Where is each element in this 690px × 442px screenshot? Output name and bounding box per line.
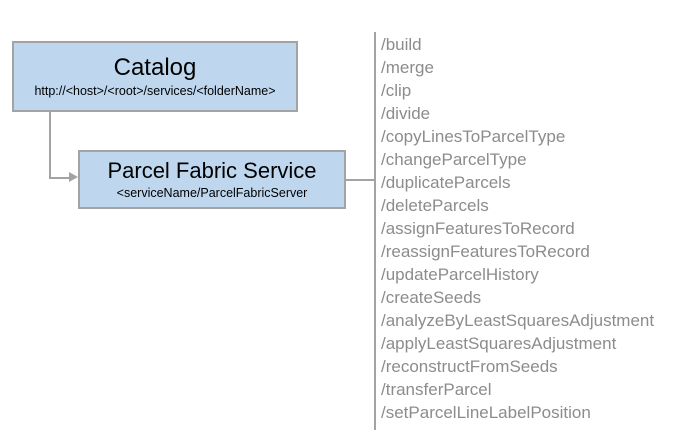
node-catalog-title: Catalog	[113, 54, 197, 81]
connector-catalog-to-service-horizontal	[49, 177, 71, 179]
operation-item[interactable]: /build	[381, 35, 422, 54]
operation-item[interactable]: /divide	[381, 104, 431, 123]
operation-item[interactable]: /merge	[381, 58, 434, 77]
operation-item[interactable]: /deleteParcels	[381, 196, 489, 215]
operation-item[interactable]: /clip	[381, 81, 412, 100]
operation-item[interactable]: /reconstructFromSeeds	[381, 357, 558, 376]
node-parcel-fabric-service[interactable]: Parcel Fabric Service <serviceName/Parce…	[78, 150, 346, 209]
node-catalog-subtitle: http://<host>/<root>/services/<folderNam…	[34, 84, 276, 98]
operations-list: /build/merge/clip/divide/copyLinesToParc…	[381, 33, 681, 424]
operation-item[interactable]: /setParcelLineLabelPosition	[381, 403, 591, 422]
node-parcel-fabric-service-subtitle: <serviceName/ParcelFabricServer	[116, 186, 308, 200]
arrowhead-icon	[69, 172, 78, 182]
operation-item[interactable]: /reassignFeaturesToRecord	[381, 242, 590, 261]
connector-catalog-to-service-vertical	[49, 112, 51, 179]
operation-item[interactable]: /duplicateParcels	[381, 173, 511, 192]
operations-rail-divider	[374, 32, 376, 430]
node-catalog[interactable]: Catalog http://<host>/<root>/services/<f…	[12, 41, 298, 112]
operation-item[interactable]: /copyLinesToParcelType	[381, 127, 566, 146]
operation-item[interactable]: /analyzeByLeastSquaresAdjustment	[381, 311, 655, 330]
node-parcel-fabric-service-title: Parcel Fabric Service	[107, 158, 317, 183]
operation-item[interactable]: /updateParcelHistory	[381, 265, 539, 284]
operation-item[interactable]: /assignFeaturesToRecord	[381, 219, 575, 238]
operation-item[interactable]: /transferParcel	[381, 380, 492, 399]
operation-item[interactable]: /applyLeastSquaresAdjustment	[381, 334, 617, 353]
operation-item[interactable]: /createSeeds	[381, 288, 482, 307]
connector-service-to-operations	[346, 179, 375, 181]
operation-item[interactable]: /changeParcelType	[381, 150, 527, 169]
